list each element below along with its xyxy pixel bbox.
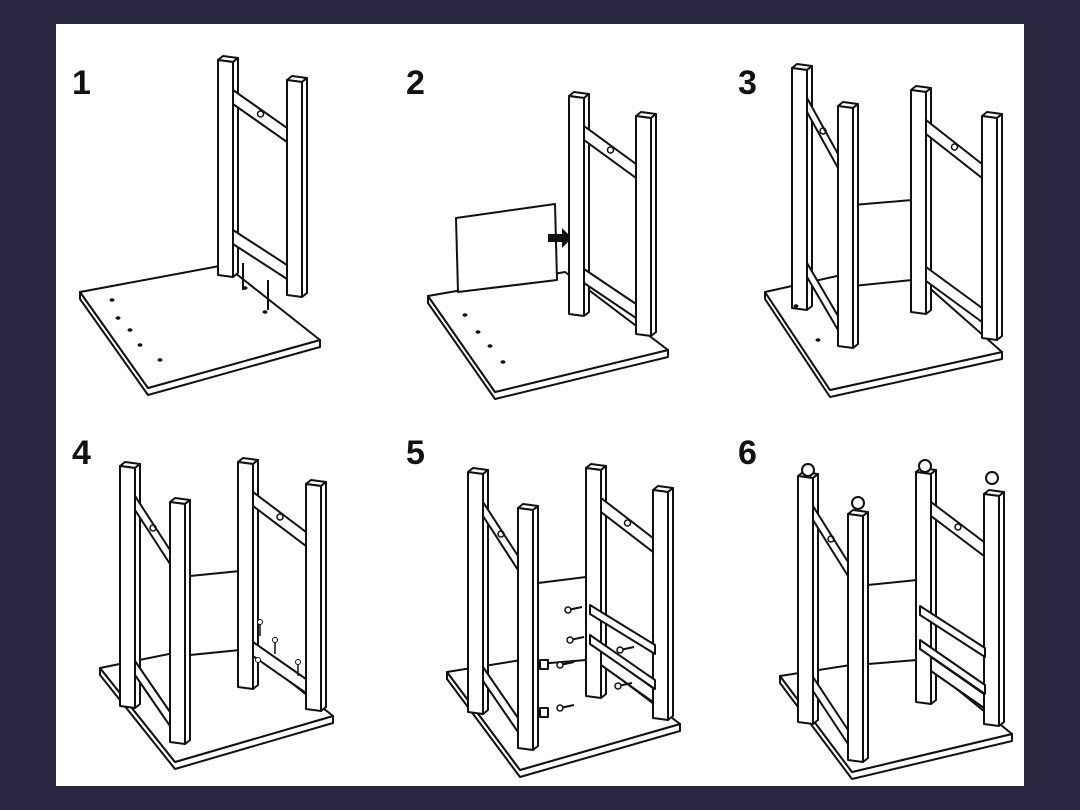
frame-post-front [635, 115, 652, 337]
support-bar [589, 634, 656, 690]
screw-head [566, 636, 574, 644]
frame-post-front [517, 507, 534, 751]
dowel-hole [127, 328, 133, 332]
step-5-illustration [446, 463, 681, 778]
step-number-4: 4 [72, 434, 91, 472]
back-panel [852, 199, 913, 287]
dowel-hole [149, 524, 157, 532]
support-bar [589, 604, 656, 655]
step-6-illustration [779, 459, 1013, 780]
frame-rail-top [252, 491, 307, 547]
screw-head [255, 657, 261, 663]
step-3-illustration [764, 63, 1003, 398]
frame-post-front [837, 105, 854, 349]
step-number-1: 1 [72, 64, 91, 102]
back-panel [867, 579, 918, 665]
frame-post-back [797, 475, 814, 725]
support-bar [539, 659, 549, 670]
frame-post-back [119, 465, 136, 709]
frame-rail-bottom [232, 229, 288, 280]
step-number-5: 5 [406, 434, 425, 472]
support-bar [539, 707, 549, 718]
dowel-hole [115, 316, 121, 320]
assembly-sheet: 1 2 3 4 5 6 [56, 24, 1024, 786]
dowel-hole [262, 310, 268, 314]
frame-post-front [286, 79, 303, 298]
castor-wheel [918, 459, 932, 473]
dowel-hole [950, 143, 959, 151]
frame-post-back [791, 67, 808, 311]
frame-post-back [915, 471, 932, 705]
step-1-illustration [79, 55, 321, 396]
frame-rail-top [232, 89, 288, 143]
frame-post-front [847, 513, 864, 763]
dowel-hole [256, 110, 265, 118]
screw-head [616, 646, 624, 654]
screw-head [614, 682, 622, 690]
dowel-hole [606, 146, 615, 154]
frame-post-back [217, 59, 234, 278]
back-panel [537, 576, 587, 665]
dowel-hole [793, 304, 799, 308]
frame-post-front [652, 489, 669, 721]
step-2-illustration [427, 91, 669, 400]
frame-rail-top [925, 119, 983, 179]
dowel-hole [276, 513, 284, 521]
frame-post-front [983, 493, 1000, 727]
frame-rail-top [600, 497, 654, 553]
step-number-3: 3 [738, 64, 757, 102]
frame-rail-top [930, 501, 985, 557]
frame-post-back [568, 95, 585, 317]
step-4-illustration [99, 457, 334, 770]
castor-wheel [801, 463, 815, 477]
insert-arrow-icon [548, 228, 572, 248]
support-bar [919, 639, 986, 695]
dowel-hole [623, 519, 632, 527]
dowel-hole [827, 535, 835, 543]
castor-wheel [985, 471, 999, 485]
frame-post-front [981, 115, 998, 341]
screw-head [556, 661, 564, 669]
frame-post-back [467, 471, 484, 715]
dowel-hole [157, 358, 163, 362]
frame-rail-top [583, 125, 637, 179]
screw-head [272, 637, 278, 643]
screw-head [257, 619, 263, 625]
base-board [79, 264, 321, 389]
frame-post-back [910, 89, 927, 315]
step-number-6: 6 [738, 434, 757, 472]
dowel-hole [819, 127, 827, 135]
dowel-hole [954, 523, 962, 531]
dowel-hole [475, 330, 481, 334]
dowel-hole [815, 338, 821, 342]
dowel-hole [500, 360, 506, 364]
screw-head [564, 606, 572, 614]
dowel-hole [137, 343, 143, 347]
frame-post-front [169, 501, 186, 745]
back-panel [455, 203, 558, 293]
assembly-illustrations [79, 55, 1013, 780]
frame-post-front [305, 483, 322, 712]
screw-head [556, 704, 564, 712]
screw-head [295, 659, 301, 665]
dowel-hole [109, 298, 115, 302]
castor-wheel [851, 496, 865, 510]
dowel-hole [462, 313, 468, 317]
support-bar [919, 605, 986, 658]
step-number-2: 2 [406, 64, 425, 102]
frame-post-back [585, 467, 602, 699]
dowel-hole [487, 344, 493, 348]
dowel-hole [497, 530, 505, 538]
back-panel [189, 570, 241, 656]
frame-post-back [237, 461, 254, 690]
